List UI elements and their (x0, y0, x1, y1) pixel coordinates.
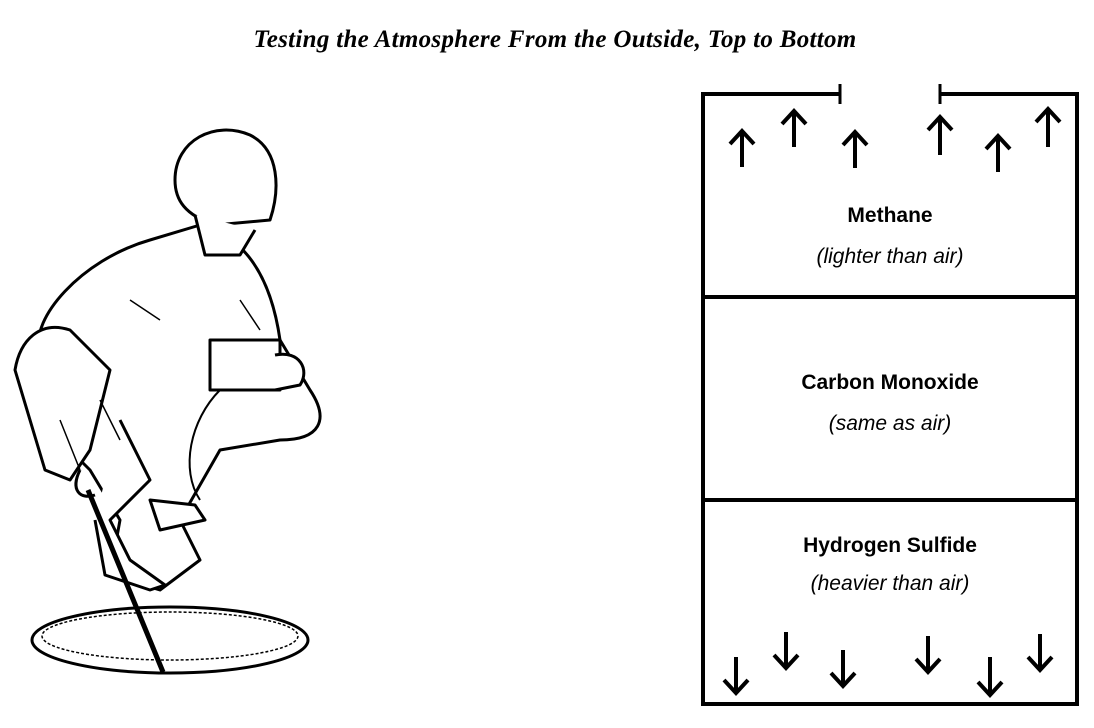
diagram-title: Testing the Atmosphere From the Outside,… (253, 26, 857, 53)
down-arrow-icon (976, 657, 1004, 698)
down-arrow-icon (1026, 634, 1054, 673)
layer-desc-methane: (lighter than air) (816, 245, 964, 268)
hard-hat (173, 128, 278, 227)
rising-gas-arrows (728, 106, 1062, 172)
up-arrow-icon (728, 128, 756, 167)
down-arrow-icon (722, 657, 750, 696)
confined-space-box (701, 84, 1079, 706)
worker-illustration (13, 128, 322, 675)
layer-name-methane: Methane (847, 204, 933, 227)
sampling-probe (85, 489, 166, 673)
up-arrow-icon (780, 108, 808, 147)
down-arrow-icon (772, 632, 800, 671)
layer-desc-carbon-monoxide: (same as air) (828, 412, 952, 435)
layer-name-hydrogen-sulfide: Hydrogen Sulfide (803, 534, 977, 557)
layer-name-carbon-monoxide: Carbon Monoxide (801, 371, 979, 394)
down-arrow-icon (829, 650, 857, 689)
up-arrow-icon (841, 129, 869, 168)
sinking-gas-arrows (722, 632, 1054, 698)
gas-detector (208, 338, 282, 392)
layer-desc-hydrogen-sulfide: (heavier than air) (810, 572, 970, 595)
up-arrow-icon (926, 114, 954, 155)
up-arrow-icon (984, 133, 1012, 172)
up-arrow-icon (1034, 106, 1062, 147)
down-arrow-icon (914, 636, 942, 675)
